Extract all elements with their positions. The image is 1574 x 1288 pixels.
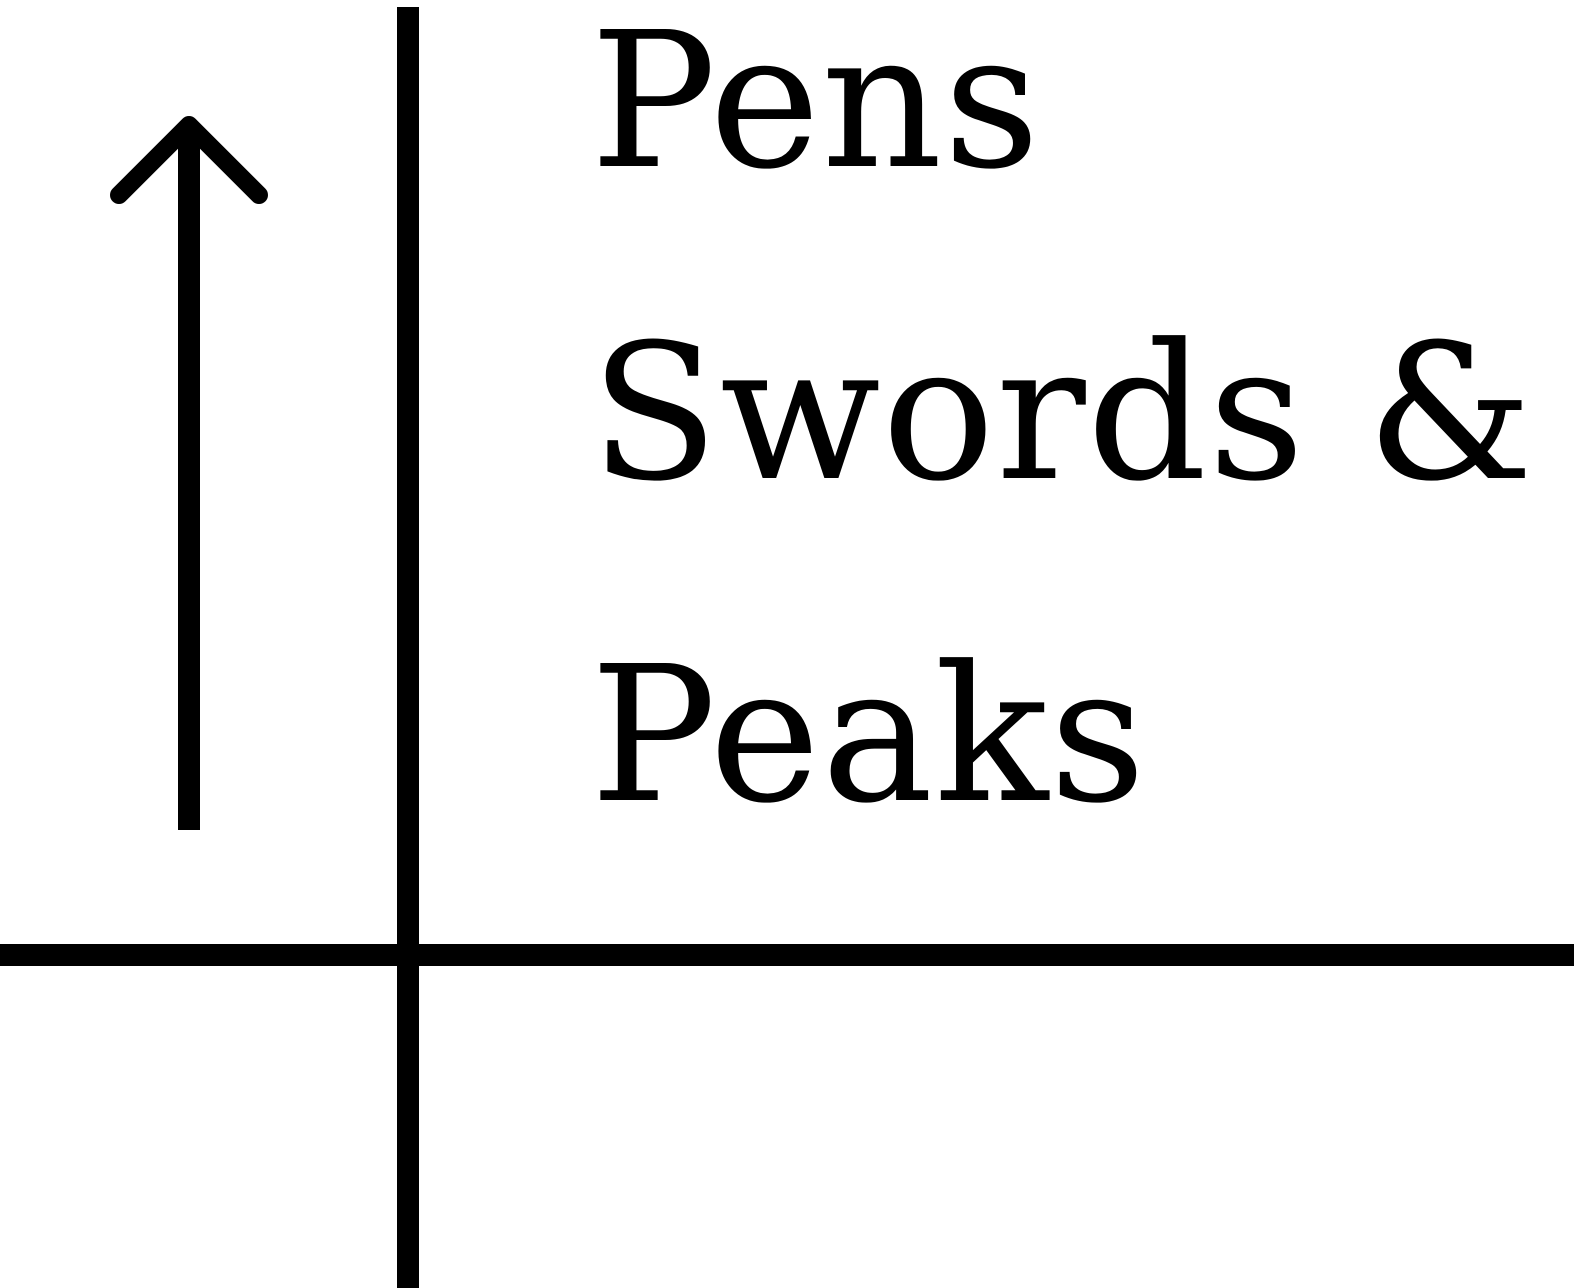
title-line-pens: Pens [590, 0, 1041, 211]
title-line-swords: Swords & [590, 304, 1535, 523]
vertical-divider-line [397, 7, 419, 1288]
horizontal-divider-line [0, 944, 1574, 966]
title-line-peaks: Peaks [590, 626, 1147, 845]
up-arrow-icon [110, 116, 268, 830]
